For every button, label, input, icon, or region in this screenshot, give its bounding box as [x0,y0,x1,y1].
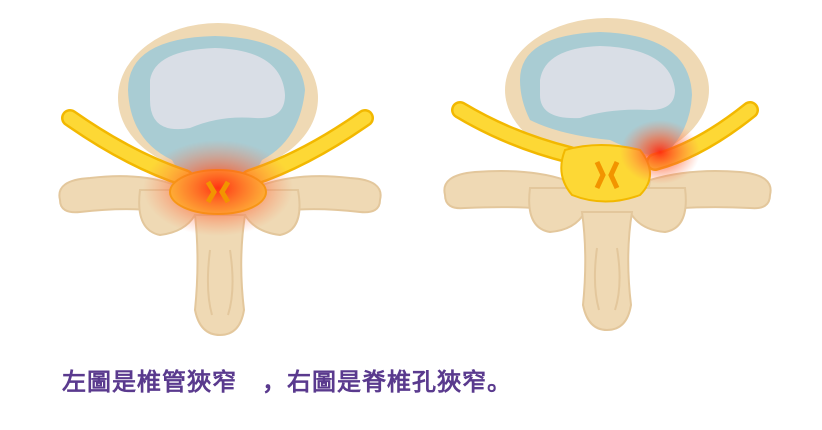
disc-nucleus [540,46,675,119]
inflammation-glow [143,140,293,236]
figure-foraminal-stenosis [443,18,772,332]
spinous-process [580,211,634,332]
spinous-process [193,214,247,337]
caption: 左圖是椎管狹窄 ，右圖是脊椎孔狹窄。 [62,368,512,396]
inflammation-glow [620,120,700,184]
vertebra-illustrations [58,18,772,337]
disc-nucleus [150,48,285,130]
figure-spinal-canal-stenosis [58,23,382,337]
